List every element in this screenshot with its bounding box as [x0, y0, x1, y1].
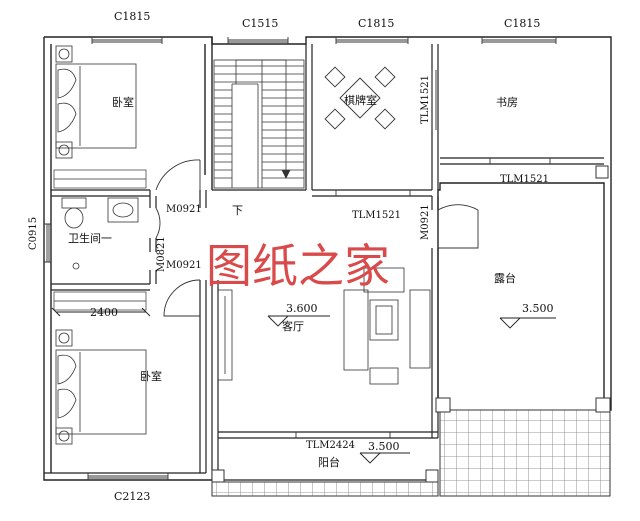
door-label-bath: M0821	[156, 236, 167, 272]
outer-walls	[43, 36, 612, 481]
staircase	[213, 59, 305, 189]
wardrobe-bottom	[53, 291, 147, 311]
window-label-top-stair: C1515	[242, 17, 278, 30]
door-swings	[155, 159, 479, 317]
level-balcony: 3.500	[368, 440, 400, 453]
wardrobe-top	[53, 169, 147, 189]
room-label-chess: 棋牌室	[344, 93, 377, 107]
door-label-chess-side: TLM1521	[420, 75, 431, 124]
dimension-label: 2400	[90, 306, 118, 319]
room-label-terrace: 露台	[494, 271, 516, 285]
door-label-study-slide: TLM1521	[500, 174, 549, 185]
bed-bottom	[55, 329, 147, 445]
door-label-balcony-slide: TLM2424	[306, 440, 355, 451]
window-label-top-chess: C1815	[358, 17, 394, 30]
room-label-bedroom-top: 卧室	[112, 95, 134, 109]
door-label-bed-top: M0921	[166, 204, 202, 215]
dimension-line	[51, 307, 151, 317]
window-label-bottom-left: C2123	[114, 490, 150, 503]
level-living: 3.600	[286, 302, 318, 315]
terrace-tiles	[211, 165, 611, 497]
window-label-left-bath: C0915	[28, 217, 39, 250]
level-markers	[267, 315, 556, 464]
tv-cabinet	[217, 289, 233, 381]
window-label-top-study: C1815	[504, 17, 540, 30]
sofa-set	[343, 267, 431, 385]
room-label-bedroom-bottom: 卧室	[140, 369, 162, 383]
door-label-bed-bottom: M0921	[166, 260, 202, 271]
labels: C1815 C1515 C1815 C1815 C2123 C0915 卧室 卫…	[28, 10, 554, 503]
level-terrace: 3.500	[522, 302, 554, 315]
door-label-chess-slide: TLM1521	[352, 210, 401, 221]
chess-table	[324, 66, 396, 130]
stair-direction: 下	[232, 204, 243, 217]
window-marks	[44, 37, 557, 480]
watermark: 图纸之家	[206, 239, 390, 293]
room-label-study: 书房	[496, 96, 518, 109]
bed-top	[55, 45, 137, 159]
bathroom-fixtures	[61, 197, 139, 270]
room-label-bathroom: 卫生间一	[68, 231, 112, 245]
room-label-balcony: 阳台	[318, 455, 340, 469]
room-label-living: 客厅	[282, 319, 304, 333]
window-label-top-left: C1815	[114, 10, 150, 23]
inner-walls	[44, 44, 604, 481]
door-label-living-right: M0921	[420, 204, 431, 240]
